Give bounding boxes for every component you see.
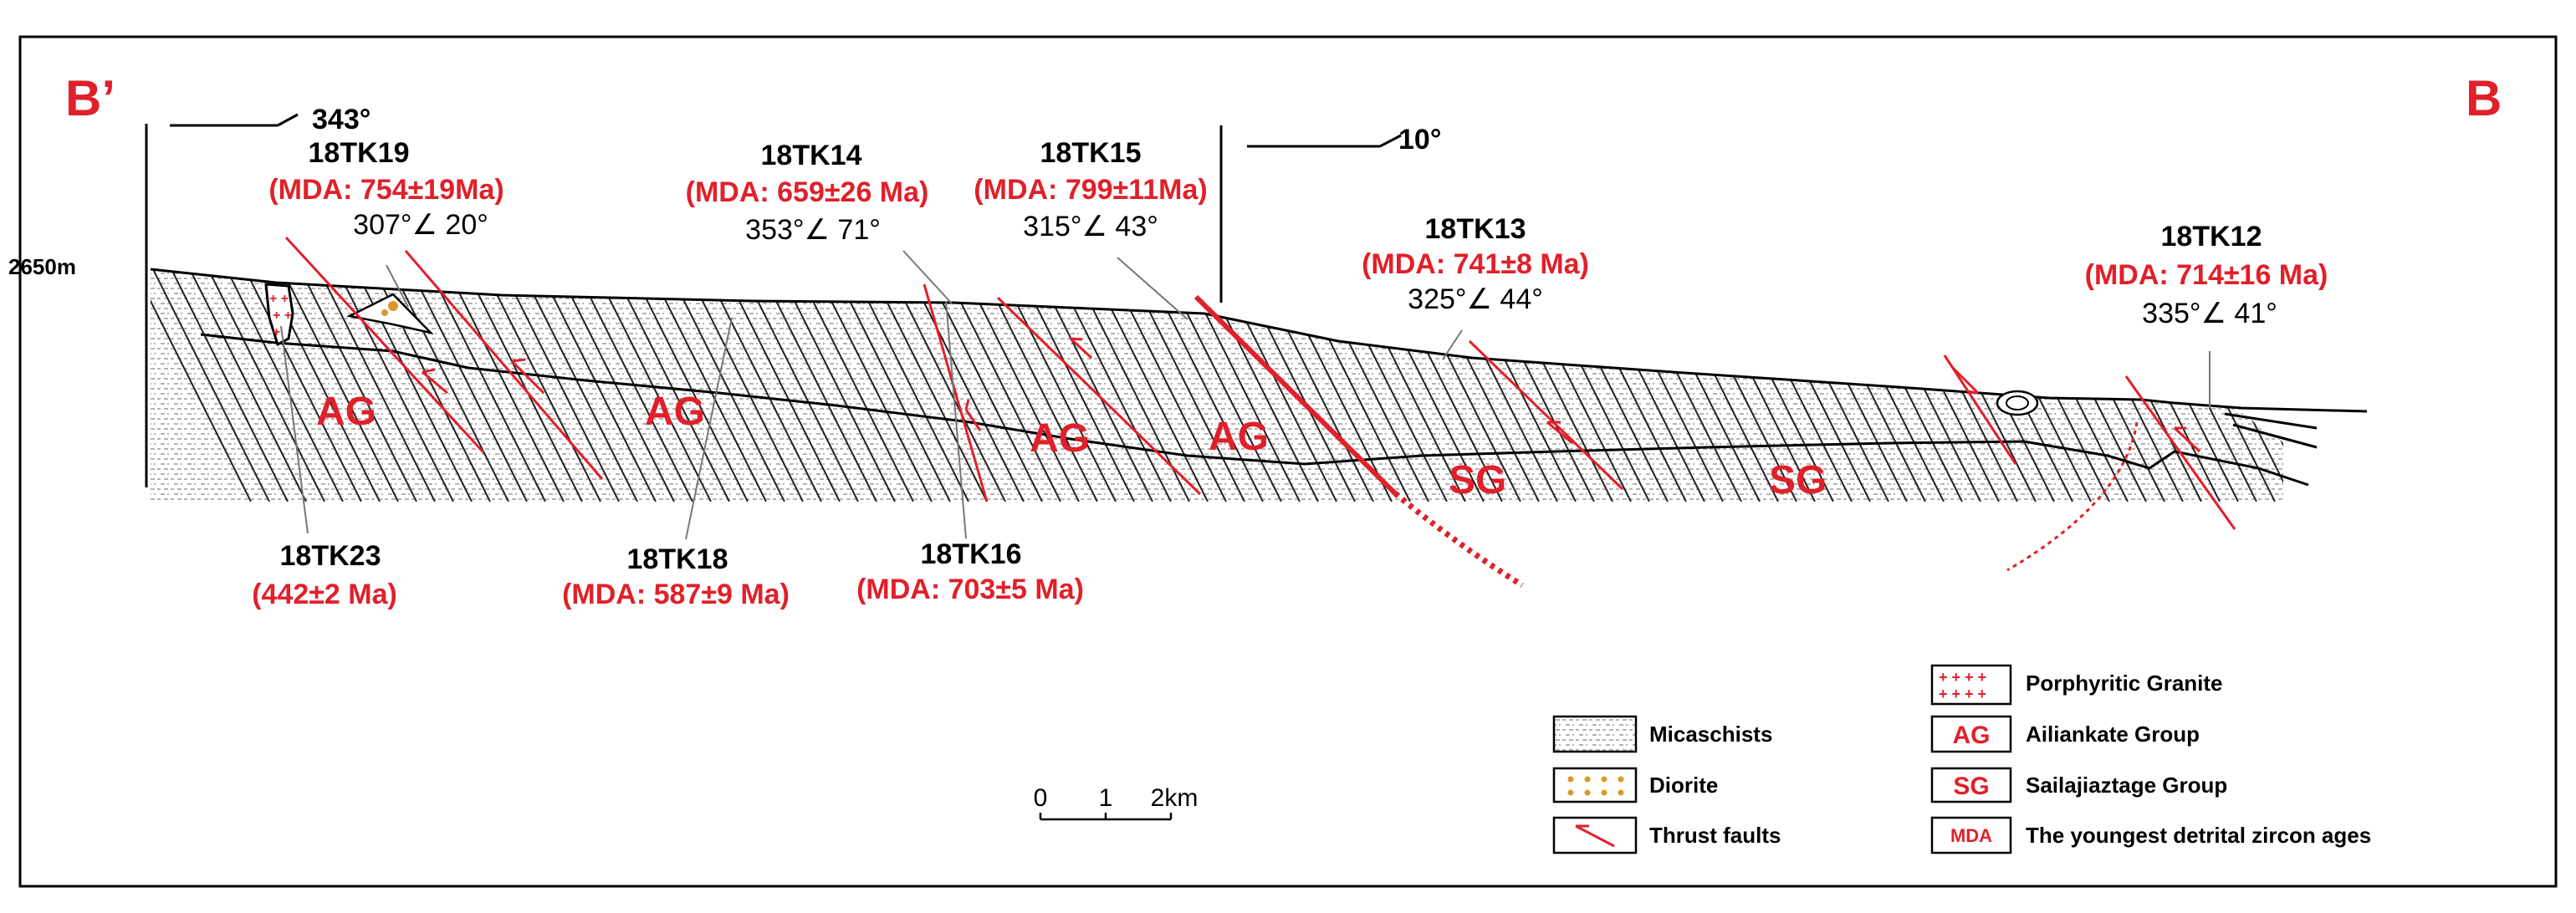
bearing-left: 343° — [312, 104, 371, 135]
bearing-right: 10° — [1398, 124, 1441, 156]
sample-attitude: 325°∠ 44° — [1408, 283, 1543, 315]
sample-mda: (MDA: 741±8 Ma) — [1362, 248, 1589, 280]
svg-text:+ +: + + — [269, 292, 289, 306]
diorite-lens — [346, 293, 434, 335]
sample-id: 18TK16 — [921, 538, 1022, 570]
thrust-fault-7 — [1943, 354, 2017, 465]
thrust-fault-7-projection — [2006, 421, 2139, 572]
legend-item-micaschists: Micaschists — [1552, 715, 1772, 753]
legend-item-thrust: Thrust faults — [1552, 816, 1781, 854]
sample-attitude: 335°∠ 41° — [2142, 298, 2277, 329]
leader-lines — [280, 250, 2211, 540]
unit-label-ag-1: AG — [316, 390, 376, 434]
legend-box-label: MDA — [1950, 825, 1992, 846]
topographic-surface — [150, 268, 2368, 413]
legend-label: Diorite — [1649, 773, 1718, 798]
sample-attitude: 315°∠ 43° — [1023, 211, 1158, 242]
thrust-fault-4 — [996, 296, 1202, 496]
legend-item-granite: + + + + + + + + Porphyritic Granite — [1930, 664, 2223, 706]
sample-id: 18TK23 — [280, 540, 381, 572]
thrust-fault-5-main — [1193, 294, 1398, 496]
sample-18tk14: 18TK14 (MDA: 659±26 Ma) 353°∠ 71° — [686, 140, 929, 246]
legend-item-mda: MDA The youngest detrital zircon ages — [1930, 816, 2371, 854]
sample-attitude: 307°∠ 20° — [353, 209, 488, 241]
sample-id: 18TK14 — [761, 140, 862, 171]
svg-text:+: + — [273, 325, 280, 339]
unit-label-sg-2: SG — [1769, 458, 1827, 502]
unit-label-ag-3: AG — [1030, 416, 1090, 461]
thrust-faults — [284, 236, 2236, 588]
sample-id: 18TK12 — [2161, 221, 2262, 252]
schist-lower-boundary — [200, 333, 2309, 487]
sample-mda: (MDA: 659±26 Ma) — [686, 176, 929, 208]
unit-label-ag-2: AG — [645, 390, 705, 434]
legend-box-label: SG — [1953, 773, 1989, 800]
elevation-label: 2650m — [8, 254, 76, 279]
sample-18tk12: 18TK12 (MDA: 714±16 Ma) 335°∠ 41° — [2085, 221, 2328, 329]
sample-mda: (MDA: 799±11Ma) — [974, 174, 1207, 206]
outer-frame — [18, 35, 2558, 888]
thrust-fault-1 — [284, 236, 485, 454]
sample-mda: (MDA: 754±19Ma) — [268, 174, 503, 206]
legend-label: Sailajiaztage Group — [2026, 773, 2227, 798]
svg-text:+ + + +: + + + + — [1939, 669, 1986, 686]
legend-item-diorite: Diorite — [1552, 767, 1718, 803]
scale-bar: 0 1 2km — [1034, 784, 1199, 821]
scale-label-1: 1 — [1099, 784, 1113, 812]
legend-item-ag: AG Ailiankate Group — [1930, 715, 2200, 753]
shear-arrows — [422, 337, 2201, 453]
sample-mda: (MDA: 703±5 Ma) — [856, 574, 1084, 605]
unit-label-ag-4: AG — [1209, 415, 1269, 459]
granite-pod: + + + + + — [264, 283, 294, 347]
corner-label-right: B — [2466, 70, 2502, 126]
sample-18tk13: 18TK13 (MDA: 741±8 Ma) 325°∠ 44° — [1362, 213, 1589, 315]
sample-18tk16: 18TK16 (MDA: 703±5 Ma) — [856, 538, 1084, 605]
corner-label-left: B’ — [65, 70, 115, 126]
orientation-right: 10° — [1247, 124, 1441, 156]
sample-18tk18: 18TK18 (MDA: 587±9 Ma) — [562, 543, 790, 610]
sample-id: 18TK15 — [1040, 137, 1142, 169]
schist-body — [151, 269, 2283, 502]
thrust-fault-3 — [923, 283, 989, 502]
svg-text:+ +: + + — [273, 309, 292, 323]
legend-label: The youngest detrital zircon ages — [2026, 823, 2371, 848]
sample-attitude: 353°∠ 71° — [745, 214, 881, 246]
sample-18tk23: 18TK23 (442±2 Ma) — [252, 540, 397, 610]
scale-label-2km: 2km — [1151, 784, 1199, 812]
sample-18tk19: 18TK19 (MDA: 754±19Ma) 307°∠ 20° — [268, 137, 503, 241]
sample-id: 18TK18 — [627, 543, 728, 575]
legend-item-sg: SG Sailajiaztage Group — [1930, 767, 2227, 803]
legend-label: Micaschists — [1649, 722, 1772, 747]
sample-18tk15: 18TK15 (MDA: 799±11Ma) 315°∠ 43° — [974, 137, 1207, 242]
legend-box-label: AG — [1953, 722, 1991, 749]
thrust-fault-6 — [1468, 339, 1624, 491]
fold-structure — [1996, 390, 2039, 416]
scale-label-0: 0 — [1034, 784, 1048, 812]
thrust-fault-5-projection — [1393, 491, 1524, 588]
thrust-fault-8 — [2124, 375, 2236, 530]
legend-label: Ailiankate Group — [2026, 722, 2200, 747]
sample-mda: (MDA: 714±16 Ma) — [2085, 259, 2328, 291]
orientation-left: 343° — [170, 104, 371, 135]
svg-text:+ + + +: + + + + — [1939, 686, 1986, 702]
surface-extension-1 — [2224, 412, 2318, 430]
sample-id: 18TK19 — [309, 137, 410, 169]
unit-label-sg-1: SG — [1449, 458, 1506, 502]
thrust-fault-2 — [404, 250, 604, 480]
sample-mda: (MDA: 587±9 Ma) — [562, 579, 790, 610]
legend: Micaschists Diorite Thrust faults + + + … — [1552, 664, 2371, 854]
sample-id: 18TK13 — [1425, 213, 1526, 245]
legend-label: Porphyritic Granite — [2026, 671, 2223, 696]
surface-extension-2 — [2232, 423, 2318, 449]
legend-label: Thrust faults — [1649, 823, 1781, 848]
sample-mda: (442±2 Ma) — [252, 579, 397, 610]
